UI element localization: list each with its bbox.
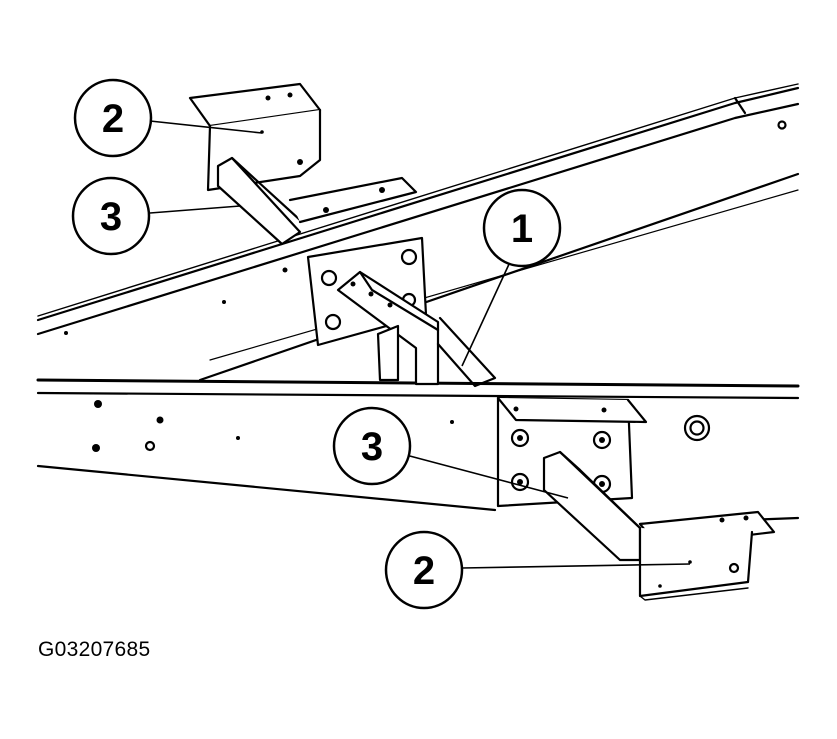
callouts: 2 3 1 3 2 <box>71 78 562 610</box>
callout-upper-2: 2 <box>73 78 153 158</box>
upper-bracket-assembly <box>188 82 418 246</box>
figure-id-label: G03207685 <box>38 638 151 661</box>
callout-center-1-label: 1 <box>511 207 533 251</box>
callout-upper-3-label: 3 <box>100 195 122 239</box>
leader-upper-2 <box>149 120 263 134</box>
leader-lines <box>149 120 691 569</box>
callout-lower-2: 2 <box>384 530 464 610</box>
callout-lower-2-label: 2 <box>413 549 435 593</box>
leader-upper-3 <box>149 205 241 214</box>
lower-frame-rail <box>36 378 800 526</box>
lower-bracket-assembly <box>542 450 776 601</box>
callout-upper-2-label: 2 <box>102 97 124 141</box>
center-gusset-plate <box>306 236 497 388</box>
leader-lower-2 <box>461 563 691 569</box>
leader-center-1 <box>461 261 511 367</box>
callout-center-1: 1 <box>482 188 562 268</box>
callout-upper-3: 3 <box>71 176 151 256</box>
leader-lower-3 <box>405 454 569 499</box>
callout-lower-3-label: 3 <box>361 425 383 469</box>
callout-lower-3: 3 <box>332 406 412 486</box>
